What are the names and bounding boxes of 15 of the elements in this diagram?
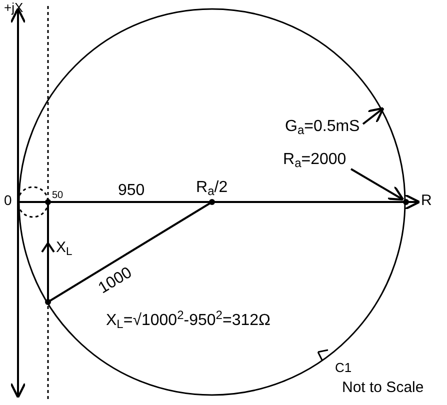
value-label: R$_{a}$=2000	[283, 151, 346, 168]
axis-label: C1	[335, 360, 352, 376]
point-dot	[403, 199, 409, 205]
axis-label: 0	[4, 192, 12, 210]
leader-arrow	[350, 168, 404, 201]
note-text: Not to Scale	[342, 379, 424, 398]
axis-label: X$_{L}$	[56, 239, 72, 258]
value-label: G$_{a}$=0.5mS	[285, 118, 360, 135]
axis-label: 950	[118, 181, 145, 201]
leader-arrow	[362, 107, 384, 125]
radius-label: 1000	[96, 264, 136, 298]
axis-label: 50	[52, 190, 64, 202]
axis-label: R$_{a}$/2	[196, 178, 228, 198]
axis-label: R	[421, 192, 432, 211]
formula-text: X$_{L}$=√1000$^{2}$-950$^{2}$=312Ω	[106, 311, 270, 331]
